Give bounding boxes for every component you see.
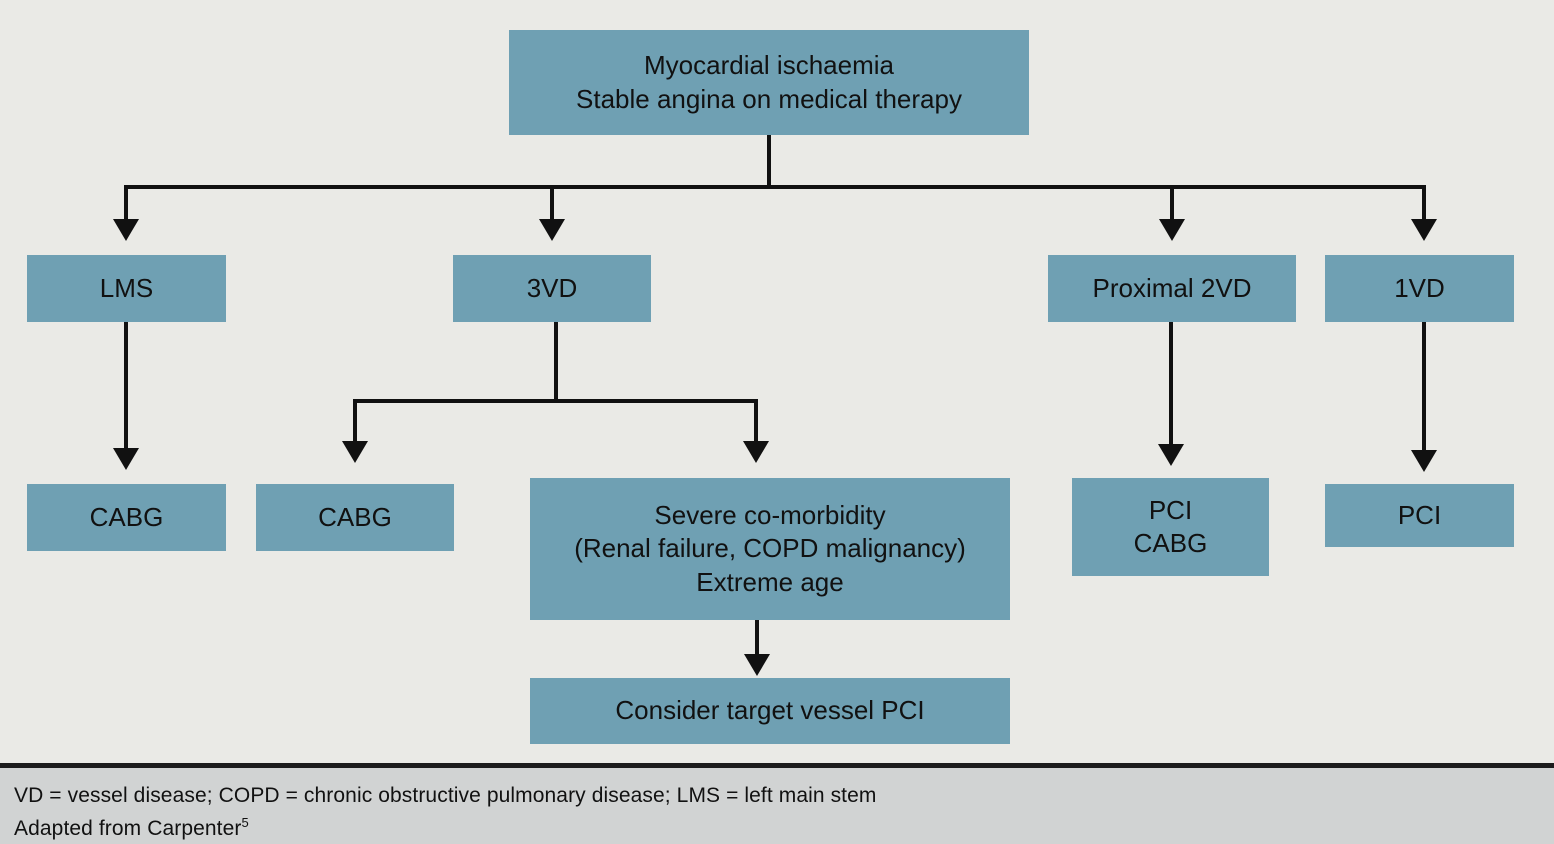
footnote-source: Adapted from Carpenter5 — [14, 813, 1540, 844]
node-root: Myocardial ischaemia Stable angina on me… — [509, 30, 1029, 135]
footnote-source-reference: 5 — [241, 814, 249, 830]
arrowhead-root-to-1vd — [1411, 219, 1437, 241]
arrowhead-root-to-proximal-2vd — [1159, 219, 1185, 241]
node-severe-comorbidity: Severe co-morbidity (Renal failure, COPD… — [530, 478, 1010, 620]
node-cabg-lms: CABG — [27, 484, 226, 551]
node-cabg-3vd: CABG — [256, 484, 454, 551]
connector-root-to-1vd — [1422, 185, 1426, 221]
node-proximal-2vd: Proximal 2VD — [1048, 255, 1296, 322]
footnote-band: VD = vessel disease; COPD = chronic obst… — [0, 768, 1554, 844]
footnote-divider — [0, 763, 1554, 768]
arrowhead-3vd-to-severe-comorbidity — [743, 441, 769, 463]
connector-root-distribution-bar — [124, 185, 1426, 189]
connector-root-to-lms — [124, 185, 128, 221]
connector-3vd-to-severe-comorbidity — [754, 399, 758, 443]
connector-1vd-to-pci — [1422, 322, 1426, 452]
connector-3vd-stem — [554, 322, 558, 402]
connector-lms-to-cabg — [124, 322, 128, 450]
connector-proximal-2vd-to-pci-cabg — [1169, 322, 1173, 446]
arrowhead-severe-comorbidity-to-consider-pci — [744, 654, 770, 676]
node-1vd: 1VD — [1325, 255, 1514, 322]
arrowhead-1vd-to-pci — [1411, 450, 1437, 472]
arrowhead-root-to-lms — [113, 219, 139, 241]
node-3vd: 3VD — [453, 255, 651, 322]
arrowhead-proximal-2vd-to-pci-cabg — [1158, 444, 1184, 466]
node-pci: PCI — [1325, 484, 1514, 547]
node-consider-target-vessel-pci: Consider target vessel PCI — [530, 678, 1010, 744]
connector-root-to-proximal-2vd — [1170, 185, 1174, 221]
connector-3vd-to-cabg — [353, 399, 357, 443]
arrowhead-root-to-3vd — [539, 219, 565, 241]
connector-3vd-distribution-bar — [353, 399, 758, 403]
connector-root-stem — [767, 135, 771, 189]
footnote-abbreviations: VD = vessel disease; COPD = chronic obst… — [14, 784, 877, 807]
arrowhead-3vd-to-cabg — [342, 441, 368, 463]
connector-severe-comorbidity-to-consider-pci — [755, 620, 759, 658]
connector-root-to-3vd — [550, 185, 554, 221]
arrowhead-lms-to-cabg — [113, 448, 139, 470]
footnote-source-text: Adapted from Carpenter — [14, 816, 242, 840]
node-lms: LMS — [27, 255, 226, 322]
node-pci-cabg: PCI CABG — [1072, 478, 1269, 576]
